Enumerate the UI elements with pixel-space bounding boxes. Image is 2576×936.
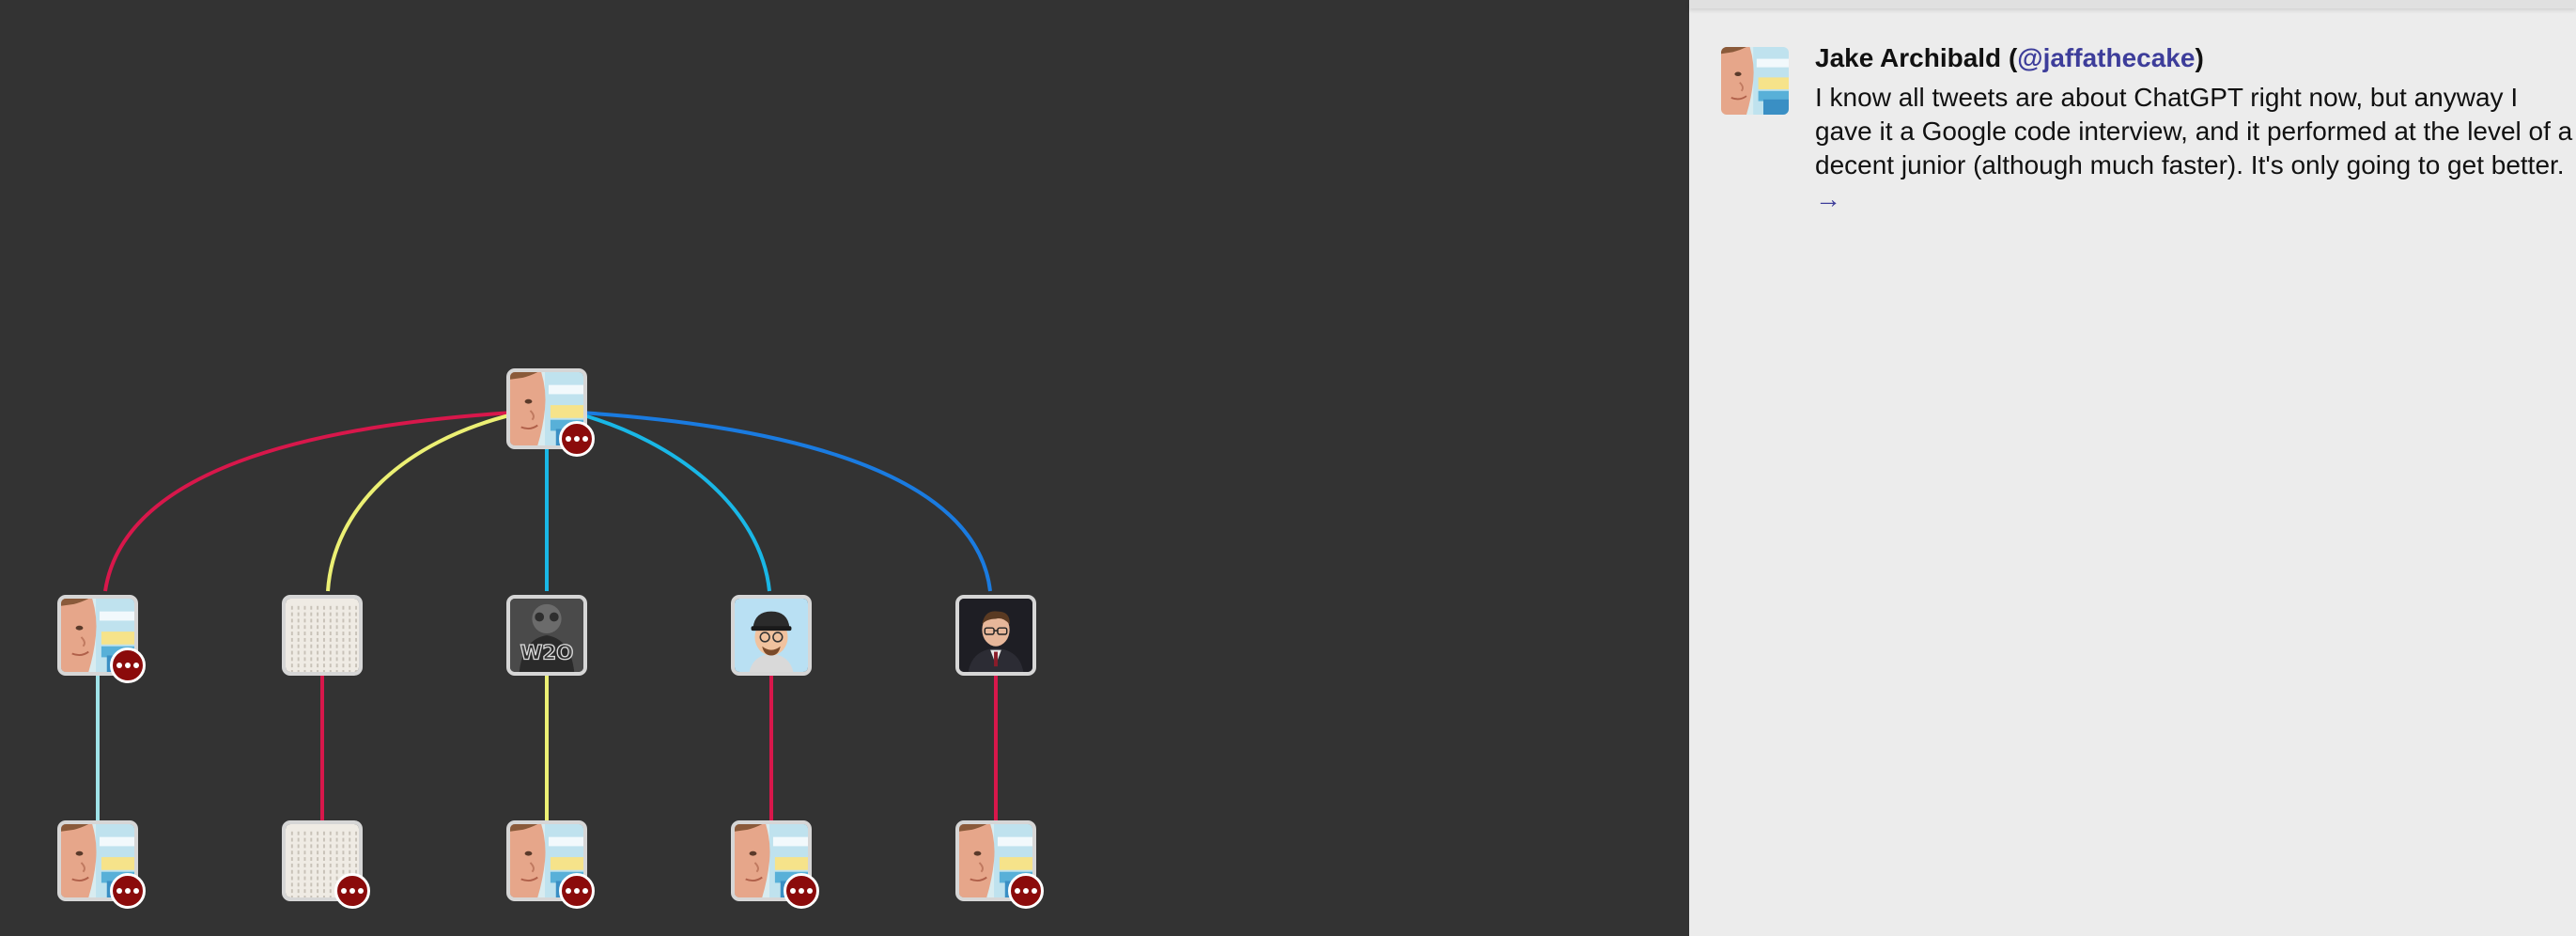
more-options-icon[interactable] [1008,873,1044,909]
ellipsis-dot [133,888,139,894]
svg-text:W2O: W2O [520,641,574,664]
portrait-avatar [959,599,1032,672]
reply-node-l1-4[interactable] [731,595,812,676]
reply-edge-5 [580,411,992,592]
ellipsis-dot [133,663,139,668]
tweet-close-paren: ) [2195,43,2204,72]
reply-node-l2-2[interactable] [282,820,370,909]
reply-node-l2-5[interactable] [955,820,1044,909]
ellipsis-dot [582,436,588,442]
jake-avatar [959,824,1032,897]
reply-node-l1-1[interactable] [57,595,146,683]
more-options-icon[interactable] [559,873,595,909]
ellipsis-dot [349,888,355,894]
tweet-body: Jake Archibald (@jaffathecake) I know al… [1815,41,2576,216]
ellipsis-dot [574,436,580,442]
tweet-text-content: I know all tweets are about ChatGPT righ… [1815,83,2573,179]
more-options-icon[interactable] [110,647,146,683]
tweet-detail-panel: Jake Archibald (@jaffathecake) I know al… [1689,0,2576,936]
tweet-open-arrow-link[interactable]: → [1815,184,1841,213]
tweet-author-avatar[interactable] [1721,47,1789,115]
ellipsis-dot [358,888,364,894]
more-options-icon[interactable] [110,873,146,909]
reply-edge-2 [326,413,514,592]
ellipsis-dot [341,888,347,894]
reply-tree-canvas[interactable]: W2O [0,0,1689,936]
reply-node-l2-4[interactable] [731,820,819,909]
photo-avatar: W2O [510,599,583,672]
reply-node-l2-1[interactable] [57,820,146,909]
reply-node-l1-5[interactable] [955,595,1036,676]
tweet-text: I know all tweets are about ChatGPT righ… [1815,81,2576,216]
reply-node-l1-3[interactable]: W2O [506,595,587,676]
ellipsis-dot [807,888,813,894]
reply-tree-edges [96,411,998,820]
ellipsis-dot [1032,888,1037,894]
ellipsis-dot [566,436,571,442]
reply-node-l2-3[interactable] [506,820,595,909]
more-options-icon[interactable] [784,873,819,909]
ellipsis-dot [574,888,580,894]
tweet-author-name: Jake Archibald [1815,43,2002,72]
panel-top-bar [1689,0,2576,8]
ellipsis-dot [125,663,131,668]
reply-edge-1 [103,411,514,592]
ellipsis-dot [125,888,131,894]
more-options-icon[interactable] [334,873,370,909]
tweet-header: Jake Archibald (@jaffathecake) [1815,41,2576,75]
ellipsis-dot [1015,888,1020,894]
ellipsis-dot [799,888,804,894]
tweet-author-handle-link[interactable]: @jaffathecake [2017,43,2196,72]
reply-edge-4 [580,413,771,592]
memoji-avatar [735,599,808,672]
reply-node-l1-2[interactable] [282,595,363,676]
tweet-open-paren: ( [2001,43,2018,72]
ellipsis-dot [582,888,588,894]
ellipsis-dot [790,888,796,894]
more-options-icon[interactable] [559,421,595,457]
pattern-avatar [286,599,359,672]
ellipsis-dot [116,888,122,894]
ellipsis-dot [1023,888,1029,894]
ellipsis-dot [566,888,571,894]
ellipsis-dot [116,663,122,668]
root-tweet-node[interactable] [506,368,595,457]
